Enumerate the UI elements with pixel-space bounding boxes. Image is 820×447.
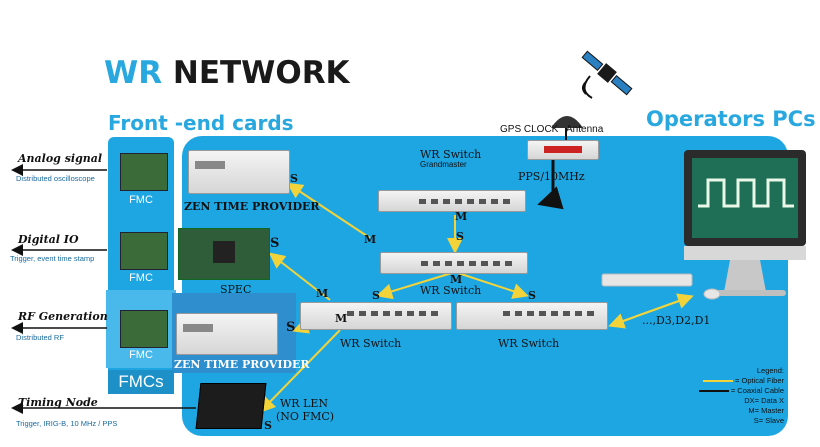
digital-io-title: Digital IO — [18, 233, 79, 246]
legend-fiber: = Optical Fiber — [735, 376, 784, 385]
timing-node-title: Timing Node — [18, 396, 98, 409]
link-label-s-1: S — [290, 172, 298, 185]
rf-generation-title: RF Generation — [18, 310, 108, 323]
satellite-icon — [581, 50, 633, 99]
analog-signal-title: Analog signal — [18, 152, 103, 165]
page-title: WR NETWORK — [104, 55, 350, 91]
analog-signal-subtitle: Distributed oscilloscope — [16, 174, 95, 183]
zen-time-provider-1-label: ZEN TIME PROVIDER — [184, 200, 320, 213]
digital-io-subtitle: Trigger, event time stamp — [10, 254, 95, 263]
link-label-m-1: M — [364, 233, 377, 246]
link-label-s-4: S — [528, 289, 536, 302]
spec-board — [178, 228, 270, 280]
link-label-s-zen2: S — [286, 320, 296, 335]
gps-antenna-label: Antenna — [566, 124, 604, 135]
front-end-cards-heading: Front -end cards — [108, 111, 294, 135]
pc-data-label: ...,D3,D2,D1 — [642, 314, 711, 327]
fmc-label-1: FMC — [129, 194, 153, 206]
legend: Legend: = Optical Fiber = Coaxial Cable … — [698, 366, 784, 426]
legend-data: DX= Data X — [744, 396, 784, 405]
link-label-m-3: M — [450, 273, 463, 286]
link-label-m-5: M — [335, 312, 348, 325]
link-label-s-3: S — [372, 289, 380, 302]
timing-node-subtitle: Trigger, IRIG-B, 10 MHz / PPS — [16, 419, 118, 428]
grandmaster-switch — [378, 190, 526, 212]
fmc-label-3: FMC — [129, 349, 153, 361]
gps-clock-device — [527, 140, 599, 160]
wr-len-device — [195, 383, 267, 429]
gps-clock-label: GPS CLOCK — [500, 124, 559, 135]
middle-switch-label: WR Switch — [420, 284, 482, 297]
title-network: NETWORK — [172, 55, 350, 91]
link-label-m-2: M — [455, 210, 468, 223]
rf-generation-subtitle: Distributed RF — [16, 333, 64, 342]
middle-switch — [380, 252, 528, 274]
wr-len-label: WR LEN — [280, 397, 329, 410]
link-label-s-spec: S — [270, 236, 280, 251]
grandmaster-switch-label: WR Switch — [420, 148, 482, 161]
legend-title: Legend: — [756, 366, 784, 375]
right-switch — [456, 302, 608, 330]
spec-label: SPEC — [220, 283, 252, 296]
operator-pc-icon — [601, 150, 806, 300]
zen-time-provider-1 — [188, 150, 290, 194]
title-wr: WR — [104, 55, 163, 91]
legend-fiber-swatch — [702, 380, 733, 383]
fmc-card-1 — [120, 153, 168, 191]
link-label-s-2: S — [456, 230, 464, 243]
operators-pcs-heading: Operators PCs — [646, 107, 816, 131]
left-switch — [300, 302, 452, 330]
legend-slave: S= Slave — [753, 416, 784, 425]
legend-coax-swatch — [698, 390, 729, 393]
fmc-card-2 — [120, 232, 168, 270]
gps-antenna-icon — [551, 116, 583, 128]
zen-time-provider-2-label: ZEN TIME PROVIDER — [174, 358, 310, 371]
legend-coax: = Coaxial Cable — [730, 386, 784, 395]
zen-time-provider-2 — [176, 313, 278, 355]
fmc-label-2: FMC — [129, 272, 153, 284]
pps-label: PPS/10MHz — [518, 170, 585, 183]
fmcs-footer: FMCs — [108, 370, 174, 394]
link-label-s-len: S — [264, 419, 272, 432]
grandmaster-sublabel: Grandmaster — [420, 160, 467, 169]
fmc-card-3 — [120, 310, 168, 348]
wr-len-sublabel: (NO FMC) — [276, 410, 335, 423]
right-switch-label: WR Switch — [498, 337, 560, 350]
legend-master: M= Master — [748, 406, 784, 415]
left-switch-label: WR Switch — [340, 337, 402, 350]
link-label-m-4: M — [316, 287, 329, 300]
